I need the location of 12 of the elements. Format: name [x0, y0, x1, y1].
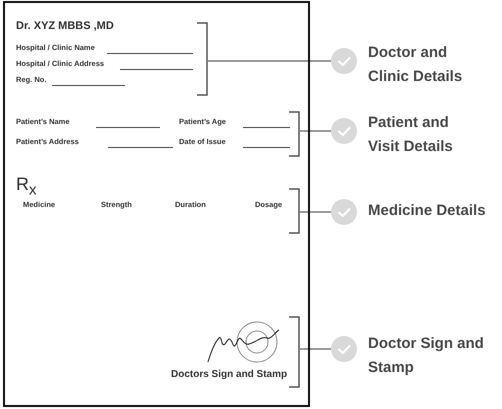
leader-line — [300, 348, 331, 350]
leader-line — [208, 60, 331, 62]
callout-text: Doctor Sign and Stamp — [368, 334, 485, 378]
leader-line — [300, 211, 331, 213]
doctor-name: Dr. XYZ MBBS ,MD — [16, 20, 114, 32]
callout-text: Patient and Visit Details — [368, 113, 454, 157]
leader-line — [300, 130, 331, 132]
callout-text: Medicine Details — [368, 201, 487, 221]
rx-symbol: R$_{x}$ — [16, 174, 36, 199]
callout-text: Doctor and Clinic Details — [368, 43, 464, 87]
field-label: Doctors Sign and Stamp — [171, 369, 288, 380]
prescription-sheet — [3, 1, 310, 407]
